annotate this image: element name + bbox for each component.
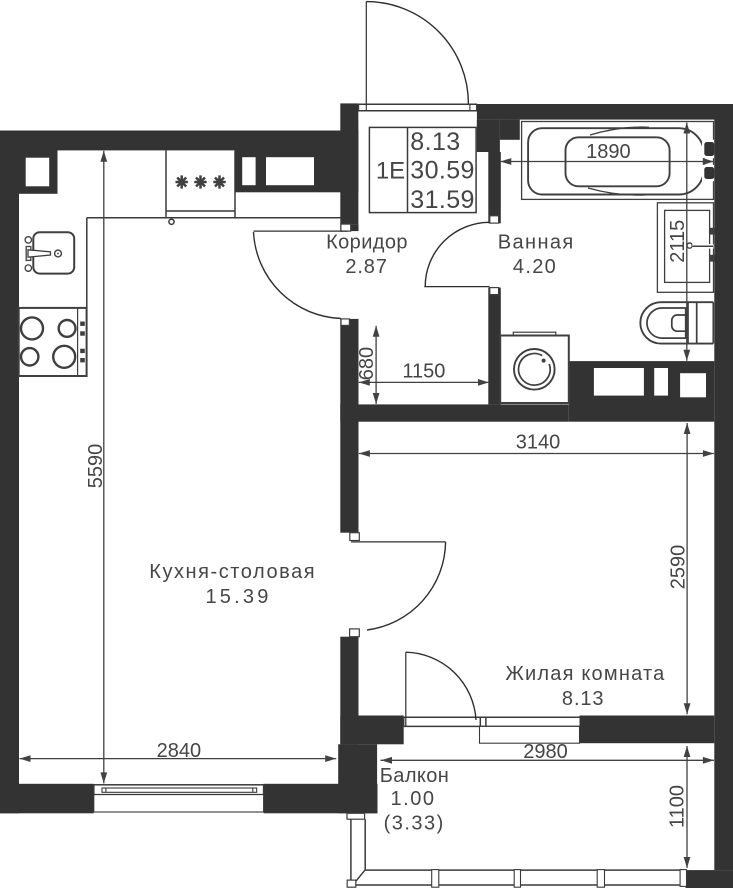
svg-text:2590: 2590 bbox=[667, 545, 689, 590]
svg-text:8.13: 8.13 bbox=[410, 128, 460, 156]
svg-text:2.87: 2.87 bbox=[345, 256, 388, 278]
svg-text:31.59: 31.59 bbox=[410, 186, 475, 214]
svg-text:15.39: 15.39 bbox=[205, 586, 271, 608]
svg-text:8.13: 8.13 bbox=[562, 688, 605, 710]
svg-text:1890: 1890 bbox=[586, 141, 631, 163]
svg-text:Коридор: Коридор bbox=[326, 231, 408, 253]
svg-text:5590: 5590 bbox=[85, 444, 107, 489]
svg-text:2840: 2840 bbox=[157, 740, 202, 762]
svg-text:3140: 3140 bbox=[516, 432, 561, 454]
svg-text:1150: 1150 bbox=[402, 360, 445, 382]
svg-text:1100: 1100 bbox=[667, 785, 689, 828]
svg-text:Балкон: Балкон bbox=[380, 765, 449, 787]
svg-text:1.00: 1.00 bbox=[391, 788, 436, 810]
svg-text:680: 680 bbox=[356, 347, 378, 380]
svg-text:Кухня-столовая: Кухня-столовая bbox=[149, 561, 316, 583]
svg-text:30.59: 30.59 bbox=[410, 157, 475, 185]
svg-text:2115: 2115 bbox=[667, 220, 689, 263]
svg-text:(3.33): (3.33) bbox=[384, 813, 445, 835]
svg-text:4.20: 4.20 bbox=[513, 256, 557, 278]
svg-text:1Е: 1Е bbox=[376, 157, 405, 184]
svg-text:Ванная: Ванная bbox=[498, 232, 575, 254]
svg-text:Жилая комната: Жилая комната bbox=[505, 663, 665, 685]
svg-text:2980: 2980 bbox=[523, 741, 568, 763]
